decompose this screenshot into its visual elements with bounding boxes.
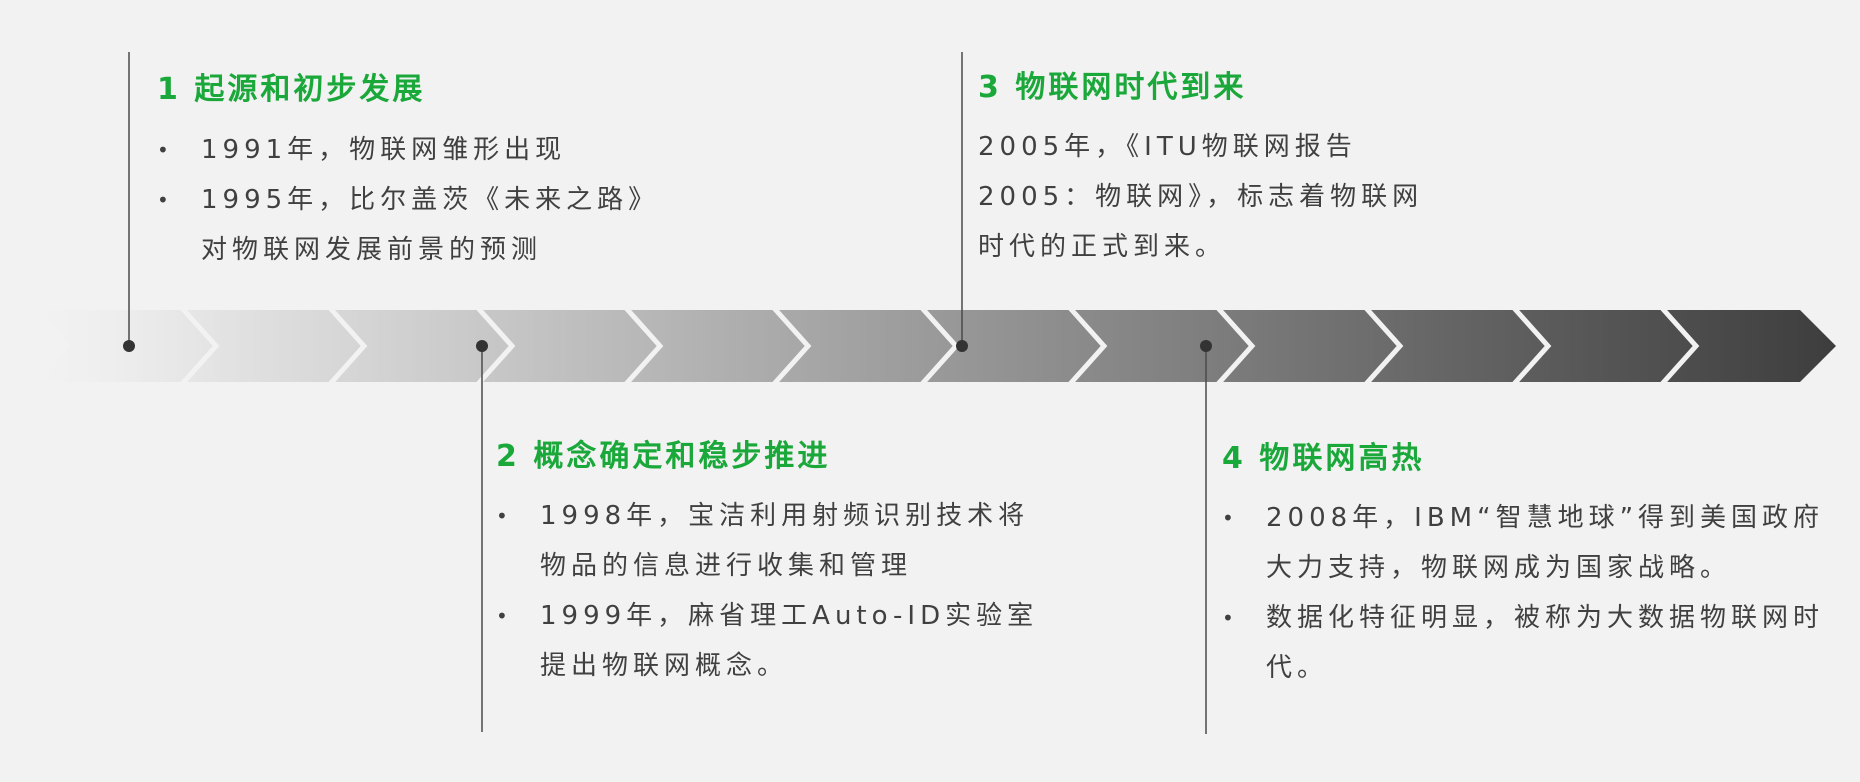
chevron-separator-10	[1512, 306, 1552, 386]
connector-dot-2	[476, 340, 488, 352]
stage-4-bullet-1: 2008年，IBM“智慧地球”得到美国政府大力支持，物联网成为国家战略。	[1222, 493, 1832, 593]
chevron-separator-4	[624, 306, 664, 386]
chevron-separators	[180, 306, 1700, 386]
chevron-separator-11	[1660, 306, 1700, 386]
connector-dot-3	[956, 340, 968, 352]
stage-2-bullet-2: 1999年，麻省理工Auto-ID实验室提出物联网概念。	[496, 591, 1056, 691]
stage-4-title: 4 物联网高热	[1222, 441, 1425, 476]
stage-1-bullet-1: 1991年，物联网雏形出现	[157, 125, 667, 175]
stage-2-title: 2 概念确定和稳步推进	[496, 439, 831, 474]
connector-dots	[123, 340, 1212, 352]
stage-3-title: 3 物联网时代到来	[978, 70, 1247, 105]
stage-2-bullets: 1998年，宝洁利用射频识别技术将物品的信息进行收集和管理 1999年，麻省理工…	[496, 491, 1056, 691]
chevron-separator-3	[476, 306, 516, 386]
chevron-separator-2	[328, 306, 368, 386]
stage-1-bullet-2: 1995年，比尔盖茨《未来之路》对物联网发展前景的预测	[157, 175, 667, 275]
stage-2-bullet-1: 1998年，宝洁利用射频识别技术将物品的信息进行收集和管理	[496, 491, 1056, 591]
chevron-separator-8	[1216, 306, 1256, 386]
chevron-separator-1	[180, 306, 220, 386]
stage-1-title: 1 起源和初步发展	[157, 72, 426, 107]
stage-4-bullets: 2008年，IBM“智慧地球”得到美国政府大力支持，物联网成为国家战略。 数据化…	[1222, 493, 1832, 693]
stage-4-bullet-2: 数据化特征明显，被称为大数据物联网时代。	[1222, 593, 1832, 693]
stage-3-description: 2005年，《ITU物联网报告2005：物联网》，标志着物联网时代的正式到来。	[978, 122, 1428, 272]
chevron-separator-9	[1364, 306, 1404, 386]
timeline-arrow-band	[40, 310, 1836, 382]
chevron-separator-7	[1068, 306, 1108, 386]
connector-lines	[128, 52, 1207, 734]
stage-3-text: 2005年，《ITU物联网报告2005：物联网》，标志着物联网时代的正式到来。	[978, 132, 1424, 262]
stage-1-bullets: 1991年，物联网雏形出现 1995年，比尔盖茨《未来之路》对物联网发展前景的预…	[157, 125, 667, 275]
chevron-separator-5	[772, 306, 812, 386]
connector-dot-1	[123, 340, 135, 352]
connector-dot-4	[1200, 340, 1212, 352]
